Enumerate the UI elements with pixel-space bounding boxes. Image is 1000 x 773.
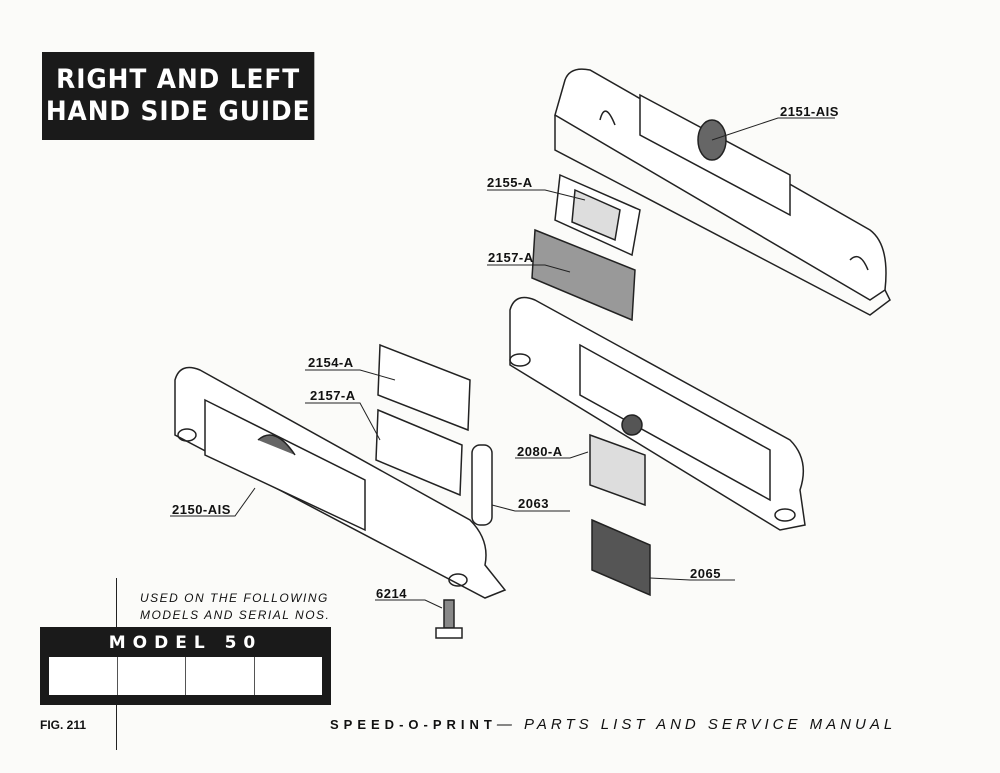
title-line-2: HAND SIDE GUIDE (45, 96, 311, 127)
part-2065 (591, 518, 651, 597)
guide-2150-ais (174, 366, 507, 599)
footer-brand: SPEED-O-PRINT (330, 717, 497, 732)
label-2157-a-upper: 2157-A (488, 250, 534, 265)
guide-2151-ais (554, 68, 891, 316)
label-2080-a: 2080-A (517, 444, 563, 459)
serial-cell (186, 657, 255, 695)
usage-note: USED ON THE FOLLOWING MODELS AND SERIAL … (140, 590, 330, 624)
part-2063 (471, 444, 493, 526)
model-title: MODEL 50 (108, 633, 263, 653)
usage-line-1: USED ON THE FOLLOWING (140, 591, 329, 605)
part-2155-a (554, 173, 641, 257)
figure-number: FIG. 211 (40, 718, 87, 732)
part-6214 (435, 599, 463, 639)
footer-subtitle: — PARTS LIST AND SERVICE MANUAL (496, 716, 897, 733)
part-2157-a-upper (531, 228, 636, 322)
serial-cell (255, 657, 323, 695)
label-6214: 6214 (376, 586, 407, 601)
label-2150-ais: 2150-AIS (172, 502, 231, 517)
part-2080-a (589, 433, 646, 507)
label-2155-a: 2155-A (487, 175, 533, 190)
label-2065: 2065 (690, 566, 721, 581)
guide-right (509, 296, 806, 531)
part-2157-a-lower (375, 408, 463, 497)
usage-line-2: MODELS AND SERIAL NOS. (140, 608, 331, 622)
serial-cells (49, 657, 322, 695)
serial-cell (49, 657, 118, 695)
part-2154-a (377, 343, 471, 432)
leader-lines (170, 117, 835, 609)
model-serial-box: MODEL 50 (40, 627, 331, 705)
title-line-1: RIGHT AND LEFT (56, 64, 301, 95)
serial-cell (118, 657, 186, 695)
label-2063: 2063 (518, 496, 549, 511)
page-footer: SPEED-O-PRINT— PARTS LIST AND SERVICE MA… (330, 716, 896, 733)
page-title: RIGHT AND LEFT HAND SIDE GUIDE (42, 52, 315, 140)
label-2154-a: 2154-A (308, 355, 354, 370)
label-2157-a-lower: 2157-A (310, 388, 356, 403)
label-2151-ais: 2151-AIS (780, 104, 839, 119)
